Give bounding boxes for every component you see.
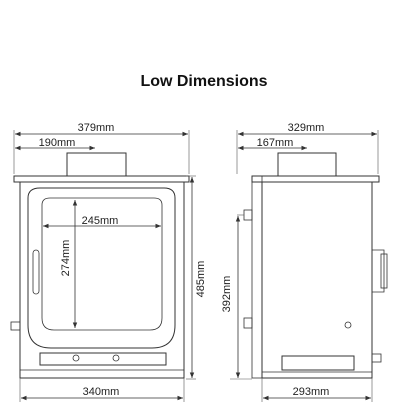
side-rear-handle-bar <box>380 253 388 289</box>
front-door <box>27 187 176 349</box>
front-overall-width-label: 379mm <box>78 122 115 134</box>
side-inlet-height-label: 392mm <box>221 276 233 313</box>
front-top-plate <box>13 175 190 183</box>
side-stove-body <box>261 181 373 379</box>
side-top-plate <box>251 175 380 183</box>
front-flue-offset-label: 190mm <box>39 137 76 149</box>
front-side-knob <box>10 321 21 331</box>
side-body-bolt <box>344 321 352 329</box>
side-hinge-top <box>243 209 253 221</box>
front-glass-height-label: 274mm <box>60 240 72 277</box>
side-rear-handle <box>372 249 385 293</box>
front-flue-collar <box>66 152 127 177</box>
side-view: 329mm 167mm 392mm 293mm <box>221 121 388 402</box>
side-flue-offset-label: 167mm <box>257 137 294 149</box>
front-door-handle <box>32 249 40 295</box>
side-flue-collar <box>277 152 337 177</box>
side-base-depth-label: 293mm <box>293 386 330 398</box>
side-ashpan <box>281 355 355 371</box>
front-air-control-left <box>72 354 80 362</box>
side-overall-depth-label: 329mm <box>288 122 325 134</box>
side-door-edge <box>251 175 263 379</box>
front-base-width-label: 340mm <box>83 386 120 398</box>
front-view: 379mm 190mm 245mm 274mm 485mm 340mm <box>10 121 207 402</box>
side-hinge-bottom <box>243 317 253 329</box>
diagram-title: Low Dimensions <box>140 73 267 90</box>
front-glass-panel <box>41 197 163 331</box>
side-rear-knob <box>371 353 382 363</box>
front-air-control-right <box>112 354 120 362</box>
front-ashpan <box>39 352 167 366</box>
front-overall-height-label: 485mm <box>195 261 207 298</box>
front-glass-width-label: 245mm <box>82 215 119 227</box>
